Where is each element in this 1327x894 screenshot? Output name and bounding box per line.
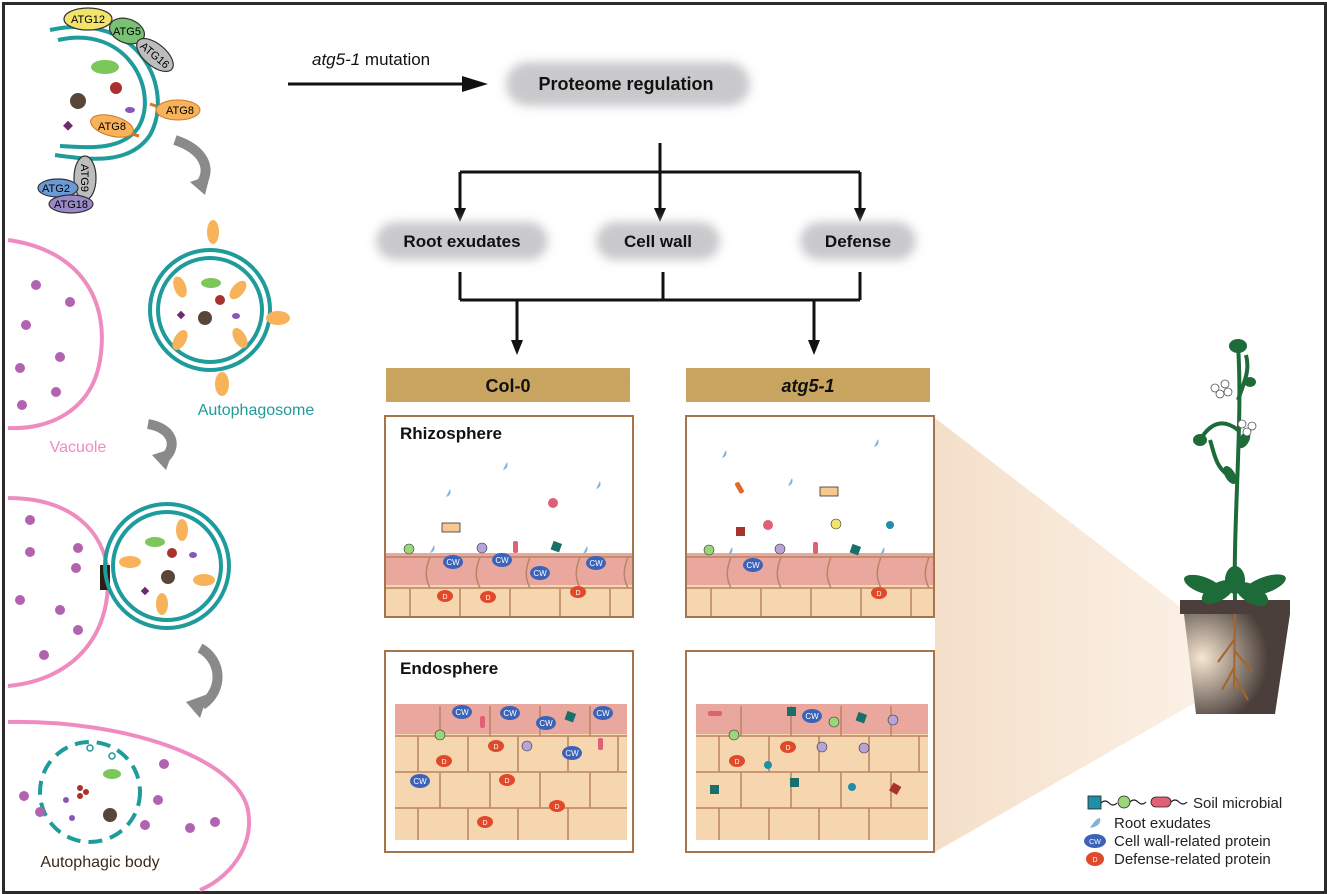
atg8-proteins: ATG8 ATG8: [90, 99, 201, 138]
flow-diagram: atg5-1 mutation Proteome regulation Root…: [288, 50, 930, 402]
autophagic-body: [38, 740, 142, 844]
atg18-label: ATG18: [54, 199, 88, 211]
mutation-gene: atg5-1: [312, 50, 360, 69]
svg-text:CW: CW: [746, 561, 760, 570]
legend-item-root-exudates: Root exudates: [1090, 815, 1211, 832]
atg8-label-b: ATG8: [98, 121, 126, 133]
legend-label-root-exudates: Root exudates: [1114, 815, 1211, 832]
svg-text:CW: CW: [1089, 839, 1101, 846]
svg-text:D: D: [482, 820, 487, 827]
proteome-label: Proteome regulation: [538, 74, 713, 94]
legend-item-cell-wall: CW Cell wall-related protein: [1084, 833, 1271, 850]
atg9-complex: ATG9 ATG2 ATG18: [37, 155, 97, 214]
svg-text:CW: CW: [495, 556, 509, 565]
autophagy-pathway: ATG12 ATG5 ATG16 ATG8 ATG8 ATG9 ATG2 ATG…: [7, 7, 315, 892]
mutation-word: mutation: [360, 50, 430, 69]
svg-text:D: D: [785, 745, 790, 752]
vacuole-top-contents: [15, 280, 75, 410]
svg-text:CW: CW: [805, 712, 819, 721]
zoom-cone: [935, 418, 1200, 852]
atg9-label: ATG9: [78, 164, 90, 192]
endosphere-label-col0: Endosphere: [400, 659, 498, 678]
rhizosphere-col0-items: [403, 462, 601, 555]
atg12-complex: ATG12 ATG5 ATG16: [63, 7, 174, 73]
legend-label-soil-microbial: Soil microbial: [1193, 795, 1282, 812]
endosphere-atg5-panel: [686, 651, 934, 852]
svg-text:CW: CW: [446, 558, 460, 567]
step-arrow-3: [197, 643, 223, 710]
svg-text:CW: CW: [533, 569, 547, 578]
mitochondrion-icon: [91, 60, 119, 74]
legend-label-defense: Defense-related protein: [1114, 851, 1271, 868]
svg-text:D: D: [1092, 857, 1097, 864]
svg-text:CW: CW: [413, 777, 427, 786]
legend-item-soil-microbial: Soil microbial: [1087, 795, 1282, 812]
svg-text:CW: CW: [539, 719, 553, 728]
svg-text:D: D: [442, 594, 447, 601]
autophagic-body-label: Autophagic body: [40, 854, 159, 871]
svg-text:D: D: [554, 804, 559, 811]
legend-label-cell-wall: Cell wall-related protein: [1114, 833, 1271, 850]
proteome-box: [506, 62, 750, 106]
rhizosphere-label-col0: Rhizosphere: [400, 424, 502, 443]
genotype-bar-atg5: atg5-1: [686, 368, 930, 402]
svg-text:D: D: [441, 759, 446, 766]
genotype-col0-label: Col-0: [486, 376, 531, 396]
svg-text:CW: CW: [503, 709, 517, 718]
category-cell-wall: Cell wall: [624, 232, 692, 251]
category-root-exudates: Root exudates: [403, 232, 520, 251]
vacuole-outline-bottom: [7, 719, 252, 892]
atg8-label-a: ATG8: [166, 105, 194, 117]
autophagosome: [148, 220, 290, 396]
defense-protein-icon: [1086, 852, 1104, 866]
root-exudate-icon: [1090, 818, 1101, 828]
roots: [1217, 613, 1253, 701]
svg-text:D: D: [575, 590, 580, 597]
fork-connectors: [458, 143, 862, 210]
svg-text:D: D: [493, 744, 498, 751]
vacuole-label: Vacuole: [50, 439, 107, 456]
vacuole-outline-top: [7, 238, 104, 431]
genotype-bar-col0: Col-0: [386, 368, 630, 402]
svg-text:D: D: [734, 759, 739, 766]
svg-text:D: D: [485, 595, 490, 602]
svg-text:CW: CW: [589, 559, 603, 568]
endosphere-atg5-items: CW D D: [708, 707, 902, 795]
phagophore-membrane: [49, 24, 160, 161]
rhizosphere-col0-panel: [385, 416, 633, 617]
endosphere-col0-items: CW CW CW CW CW CW D D D D D: [410, 705, 613, 828]
mutation-label: atg5-1 mutation: [312, 50, 430, 69]
endosphere-col0-panel: [385, 651, 633, 852]
svg-text:CW: CW: [455, 708, 469, 717]
rhizosphere-atg5-items: CW D: [703, 439, 894, 599]
rhizosphere-col0-cw: CW CW CW CW D D D: [437, 553, 606, 603]
atg2-label: ATG2: [42, 183, 70, 195]
atg12-label: ATG12: [71, 14, 105, 26]
svg-text:CW: CW: [596, 709, 610, 718]
soil-microbial-icon: [1087, 795, 1102, 810]
arabidopsis-plant-illustration: [1180, 339, 1290, 714]
vacuole-outline-mid: [7, 496, 111, 688]
svg-text:CW: CW: [565, 749, 579, 758]
organelle-fragment-icon: [70, 93, 86, 109]
genotype-atg5-label: atg5-1: [781, 376, 834, 396]
protein-aggregate-icon: [110, 82, 122, 94]
svg-text:D: D: [504, 778, 509, 785]
cell-wall-protein-icon: [1084, 834, 1106, 848]
category-defense: Defense: [825, 232, 891, 251]
atg5-label: ATG5: [113, 26, 141, 38]
merge-connectors: [458, 272, 862, 342]
fusing-autophagosome: [103, 502, 231, 630]
legend-item-defense: D Defense-related protein: [1086, 851, 1271, 868]
rhizosphere-atg5-panel: [686, 416, 934, 617]
svg-text:D: D: [876, 591, 881, 598]
autophagosome-label: Autophagosome: [198, 402, 315, 419]
legend: Soil microbial Root exudates CW Cell wal…: [1084, 795, 1282, 868]
